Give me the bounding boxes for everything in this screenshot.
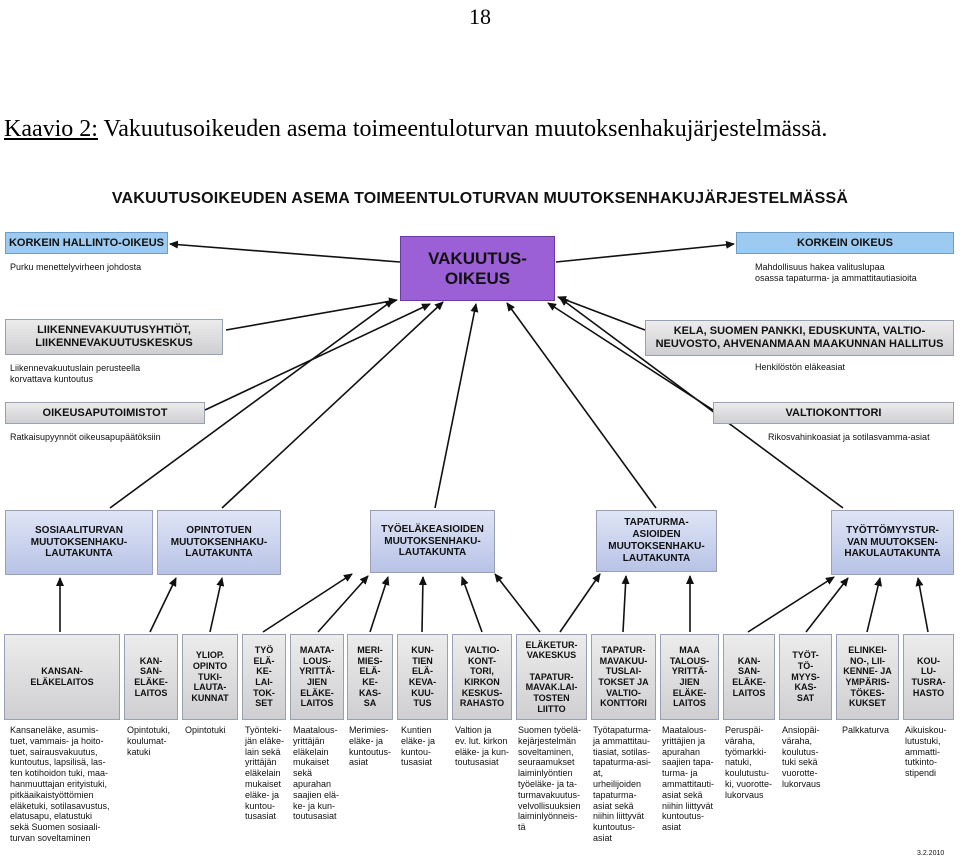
state-treasury-note: Rikosvahinkoasiat ja sotilasvamma-asiat <box>768 432 930 442</box>
farmers-accident-note: Maatalous- yrittäjien ja apurahan saajie… <box>662 725 715 833</box>
diagram-title: VAKUUTUSOIKEUDEN ASEMA TOIMEENTULOTURVAN… <box>111 190 849 207</box>
kela-unemployment-box: KAN- SAN- ELÄKE- LAITOS <box>723 634 775 720</box>
arrow-kela2-to-opintotuki <box>149 577 177 633</box>
arrow-tyottomyyskassat-to-tyottomyys <box>805 577 849 633</box>
seamens-pension-fund-box: MERI- MIES- ELÄ- KE- KAS- SA <box>347 634 393 720</box>
arrow-tapaturmavak-to-tapaturma <box>621 575 630 633</box>
farmers-pension-note: Maatalous- yrittäjän eläkelain mukaiset … <box>293 725 340 822</box>
figure-caption: Kaavio 2: Vakuutusoikeuden asema toimeen… <box>4 116 954 143</box>
legal-aid-offices-box: OIKEUSAPUTOIMISTOT <box>5 402 205 424</box>
seamens-pension-note: Merimies- eläke- ja kuntoutus- asiat <box>349 725 392 768</box>
kela-unemployment-note: Peruspäi- väraha, työmarkki- natuki, kou… <box>725 725 773 800</box>
kela-bank-parliament-box: KELA, SUOMEN PANKKI, EDUSKUNTA, VALTIO- … <box>645 320 954 356</box>
supreme-administrative-court-note: Purku menettelyvirheen johdosta <box>10 262 142 272</box>
arrow-legal-aid-to-court <box>204 303 431 411</box>
accident-insurers-note: Työtapaturma- ja ammattitau- tiasiat, so… <box>593 725 652 843</box>
date-stamp: 3.2.2010 <box>917 850 945 857</box>
pension-centre-note: Suomen työelä- kejärjestelmän soveltamin… <box>518 725 582 833</box>
accident-appeal-board-box: TAPATURMA- ASIOIDEN MUUTOKSENHAKU- LAUTA… <box>596 510 717 572</box>
supreme-court-box: KORKEIN OIKEUS <box>736 232 954 254</box>
arrow-yliop-to-opintotuki <box>209 577 225 633</box>
state-treasury-box: VALTIOKONTTORI <box>713 402 954 424</box>
kela-bank-parliament-note: Henkilöstön eläkeasiat <box>755 362 846 372</box>
university-student-aid-note: Opintotuki <box>185 725 226 735</box>
arrow-koulutusrahasto-to-tyottomyys <box>915 577 929 633</box>
kela-student-aid-box: KAN- SAN- ELÄKE- LAITOS <box>124 634 178 720</box>
municipal-pension-box: KUN- TIEN ELÄ- KEVA- KUU- TUS <box>397 634 448 720</box>
state-church-pension-note: Valtion ja ev. lut. kirkon eläke- ja kun… <box>455 725 510 768</box>
arrow-court-to-ko <box>555 240 735 263</box>
state-treasury-church-fund-box: VALTIO- KONT- TORI, KIRKON KESKUS- RAHAS… <box>452 634 512 720</box>
caption-lead: Kaavio 2: <box>4 116 98 142</box>
arrow-sosiaaliturva-to-court <box>109 299 394 509</box>
arrow-maatalous-to-tyoelake <box>317 575 369 633</box>
arrow-traffic-to-court <box>225 297 398 331</box>
arrow-opintotuki-to-court <box>221 301 444 509</box>
earnings-pension-note: Työnteki- jän eläke- lain sekä yrittäjän… <box>245 725 285 822</box>
farmers-accident-box: MAA TALOUS- YRITTÄ- JIEN ELÄKE- LAITOS <box>660 634 719 720</box>
arrow-court-to-kho <box>169 240 401 263</box>
arrow-kela3-to-tyottomyys <box>747 576 835 633</box>
social-security-appeal-board-box: SOSIAALITURVAN MUUTOKSENHAKU- LAUTAKUNTA <box>5 510 153 575</box>
insurance-court-box: VAKUUTUS- OIKEUS <box>400 236 555 301</box>
pension-centre-accident-federation-box: ELÄKETUR- VAKESKUS TAPATUR- MAVAK.LAI- T… <box>516 634 587 720</box>
unemployment-funds-note: Ansiopäi- väraha, koulutus- tuki sekä vu… <box>782 725 821 789</box>
arrow-eläketurva-to-tapaturma <box>559 573 601 633</box>
unemployment-appeal-board-box: TYÖTTÖMYYSTUR- VAN MUUTOKSEN- HAKULAUTAK… <box>831 510 954 575</box>
arrow-eläketurva-to-tyoelake <box>494 573 541 633</box>
municipal-pension-note: Kuntien eläke- ja kuntou- tusasiat <box>401 725 436 768</box>
education-fund-note: Aikuiskou- lutustuki, ammatti- tutkinto-… <box>905 725 947 779</box>
supreme-administrative-court-box: KORKEIN HALLINTO-OIKEUS <box>5 232 168 254</box>
student-aid-appeal-board-box: OPINTOTUEN MUUTOKSENHAKU- LAUTAKUNTA <box>157 510 281 575</box>
arrow-tyo-to-tyoelake <box>262 573 353 633</box>
arrow-tyoelake-to-court <box>434 303 479 509</box>
ely-centres-note: Palkkaturva <box>842 725 890 735</box>
arrow-ely-to-tyottomyys <box>866 577 883 633</box>
farmers-pension-institution-box: MAATA- LOUS- YRITTÄ- JIEN ELÄKE- LAITOS <box>290 634 344 720</box>
arrow-tapaturma-to-court <box>506 302 657 509</box>
education-fund-box: KOU- LU- TUSRA- HASTO <box>903 634 954 720</box>
arrow-state-treasury-to-court <box>547 302 714 411</box>
traffic-insurance-note: Liikennevakuutuslain perusteella korvatt… <box>10 363 141 384</box>
arrow-kela-group-to-court <box>557 296 646 331</box>
supreme-court-note: Mahdollisuus hakea valituslupaa osassa t… <box>755 262 917 283</box>
kela-pensions-box: KANSAN- ELÄKELAITOS <box>4 634 120 720</box>
university-student-aid-boards-box: YLIOP. OPINTO TUKI- LAUTA- KUNNAT <box>182 634 238 720</box>
accident-insurers-box: TAPATUR- MAVAKUU- TUSLAI- TOKSET JA VALT… <box>591 634 656 720</box>
arrow-merimies-to-tyoelake <box>369 576 390 633</box>
legal-aid-offices-note: Ratkaisupyynnöt oikeusapupäätöksiin <box>10 432 161 442</box>
arrow-kunnat-to-tyoelake <box>418 576 427 633</box>
page-number: 18 <box>469 4 491 29</box>
caption-text: Vakuutusoikeuden asema toimeentuloturvan… <box>97 116 828 142</box>
kela-pensions-note: Kansaneläke, asumis- tuet, vammais- ja h… <box>10 725 110 843</box>
traffic-insurance-box: LIIKENNEVAKUUTUSYHTIÖT, LIIKENNEVAKUUTUS… <box>5 319 223 355</box>
earnings-pension-appeal-board-box: TYÖELÄKEASIOIDEN MUUTOKSENHAKU- LAUTAKUN… <box>370 510 495 573</box>
earnings-pension-institutions-box: TYÖ ELÄ- KE- LAI- TOK- SET <box>242 634 286 720</box>
arrow-valtio-to-tyoelake <box>460 576 483 633</box>
ely-centres-box: ELINKEI- NO-, LII- KENNE- JA YMPÄRIS- TÖ… <box>836 634 899 720</box>
unemployment-funds-box: TYÖT- TÖ- MYYS- KAS- SAT <box>779 634 832 720</box>
kela-student-aid-note: Opintotuki, koulumat- katuki <box>127 725 171 757</box>
